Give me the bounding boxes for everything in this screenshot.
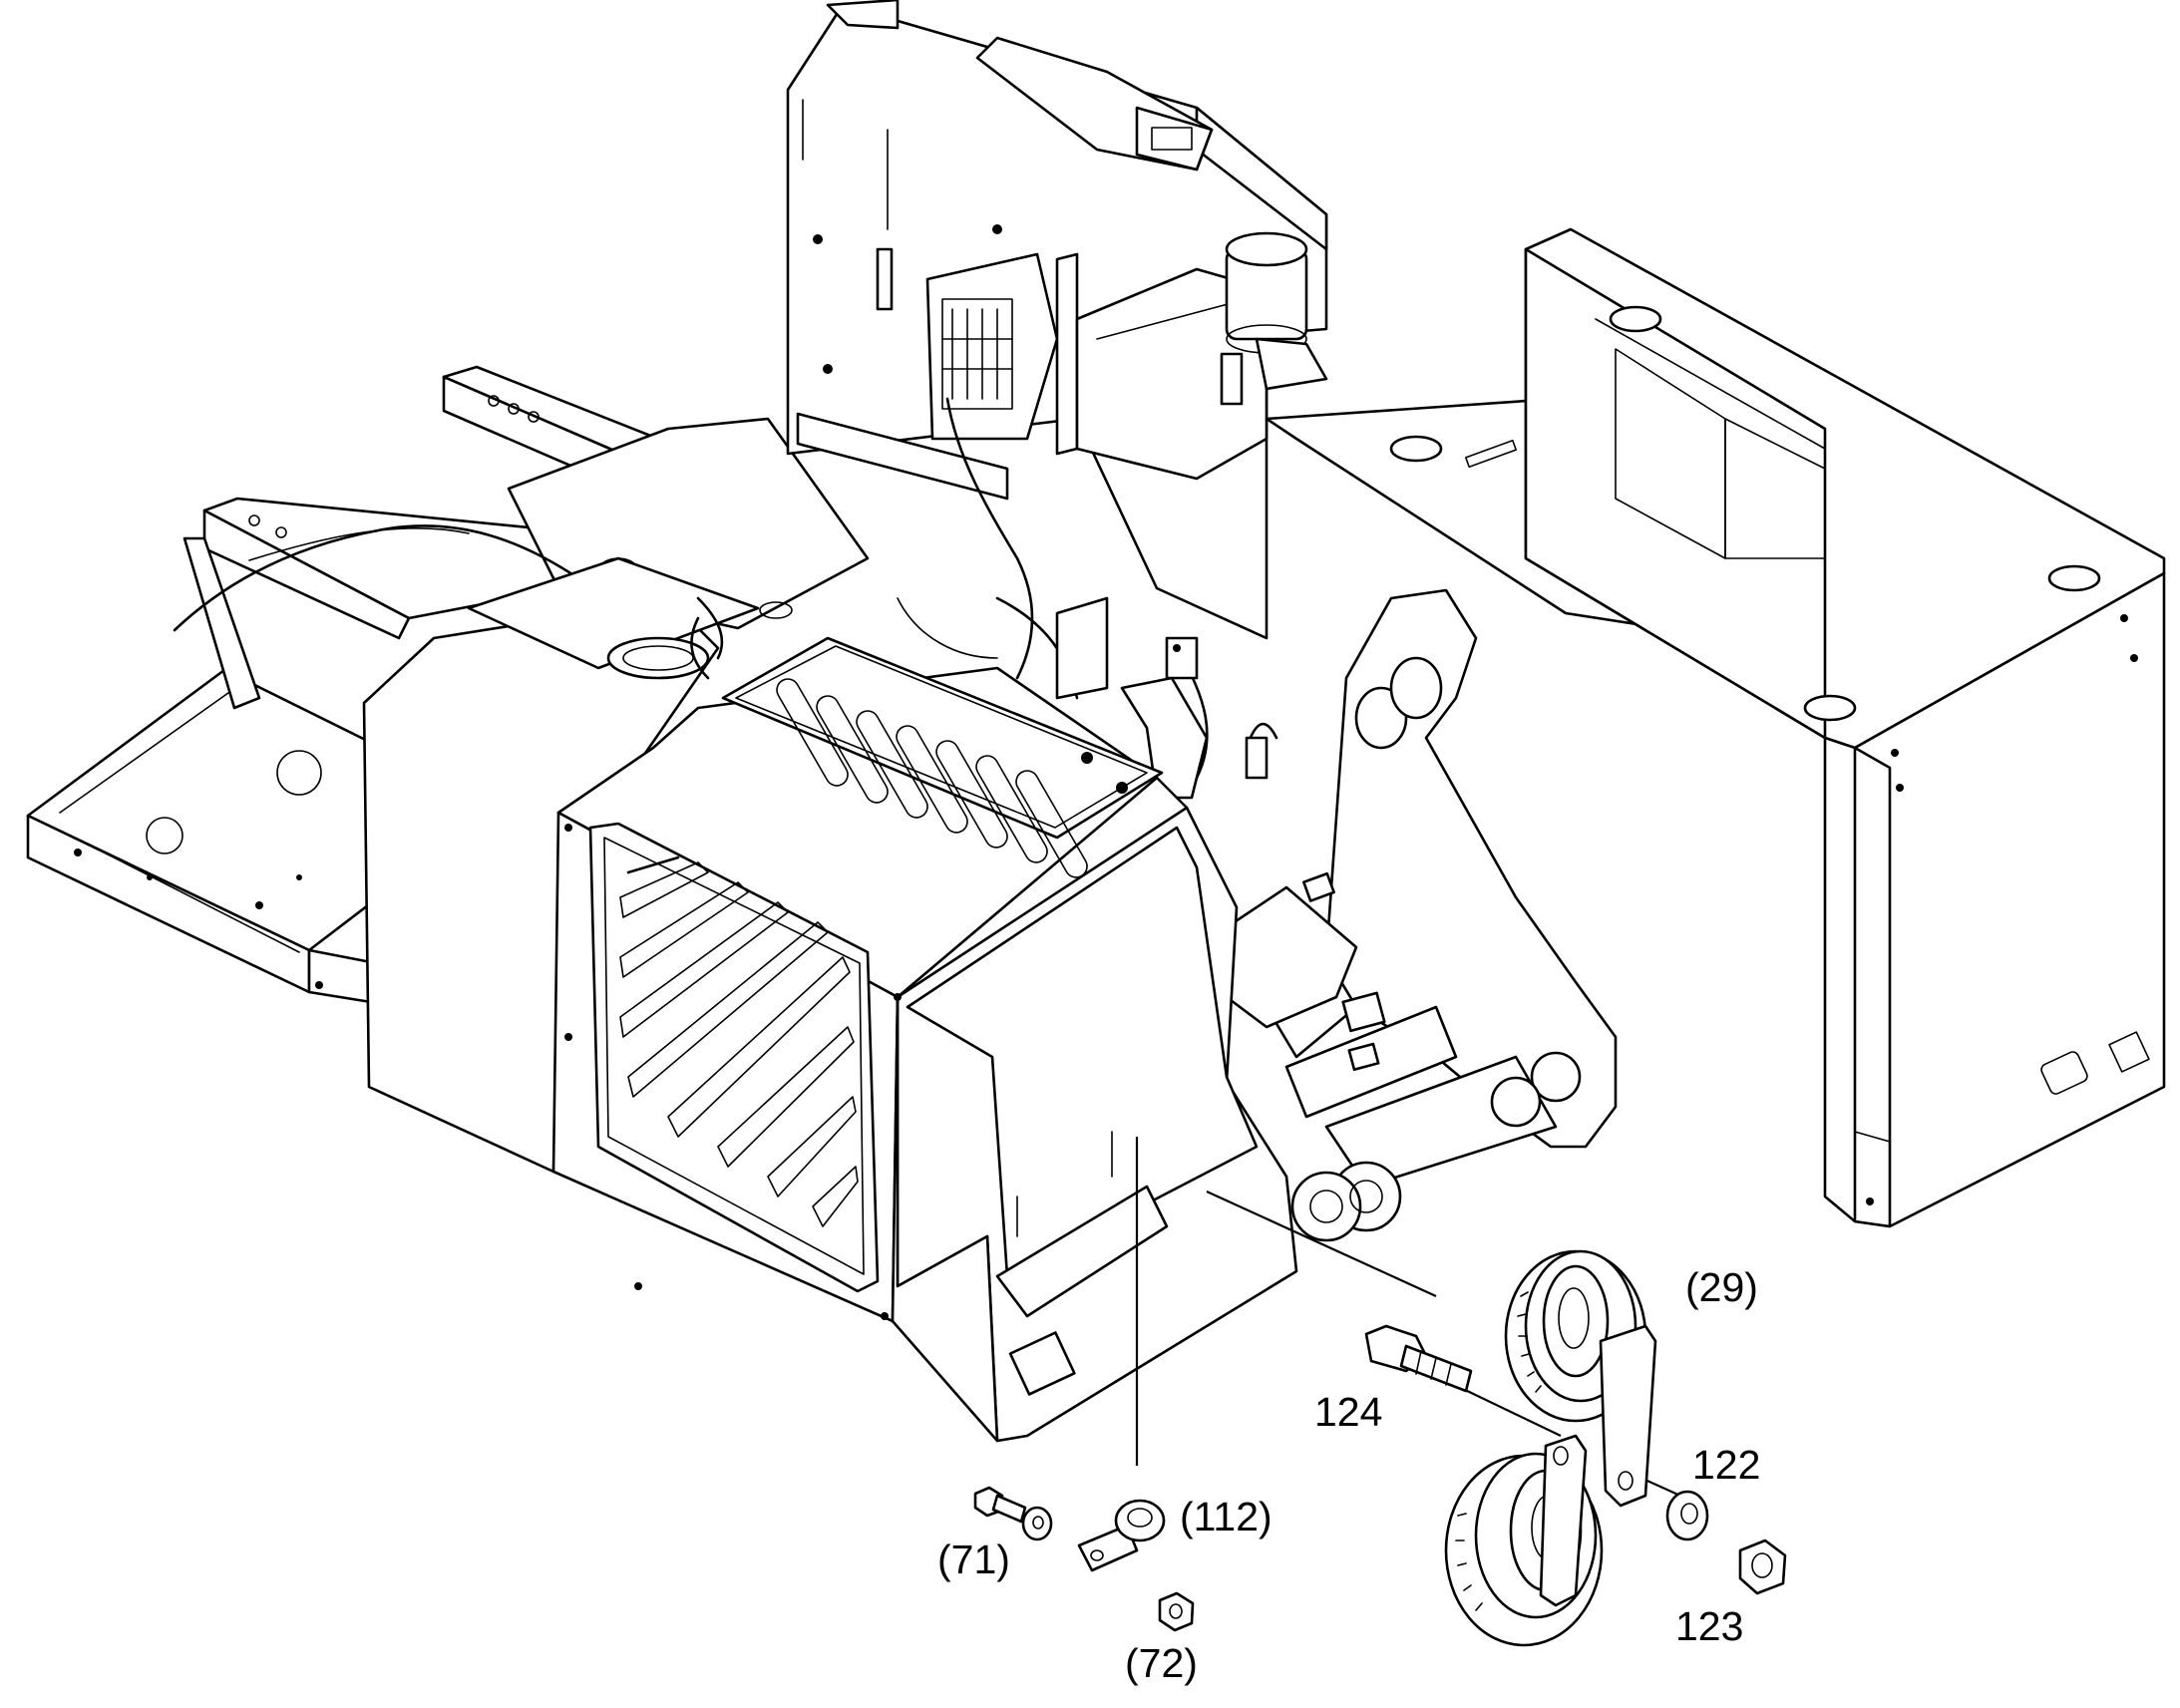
callout-29: (29) bbox=[1685, 1264, 1758, 1310]
front-grille-slots bbox=[619, 855, 859, 1227]
horn-brackets bbox=[1539, 1324, 1657, 1607]
callout-122: 122 bbox=[1692, 1442, 1760, 1488]
control-tower bbox=[786, 0, 1328, 640]
horn-bolt bbox=[1364, 1324, 1473, 1393]
front-housing bbox=[362, 606, 1298, 1443]
callout-124: 124 bbox=[1314, 1389, 1382, 1435]
clamp-nut-72 bbox=[1158, 1591, 1195, 1632]
washer-122 bbox=[1665, 1490, 1709, 1541]
clamp-washer bbox=[1021, 1506, 1053, 1541]
callout-112: (112) bbox=[1180, 1494, 1272, 1539]
callout-123: 123 bbox=[1675, 1603, 1743, 1649]
callout-labels: (29) 124 122 (112) (71) 123 (72) bbox=[937, 1264, 1760, 1686]
center-bracket bbox=[1055, 596, 1269, 800]
top-grille-slots bbox=[776, 678, 1088, 878]
clamp-bolt-71 bbox=[973, 1486, 1027, 1524]
wire-harness bbox=[173, 397, 1278, 780]
callout-72: (72) bbox=[1125, 1640, 1198, 1686]
tank-top bbox=[467, 556, 760, 680]
cable-clamp-112 bbox=[1077, 1499, 1166, 1572]
right-box bbox=[1265, 227, 2166, 1228]
motor-cylinder bbox=[1220, 231, 1328, 406]
terminal-strip bbox=[941, 308, 1013, 400]
front-grille bbox=[588, 822, 880, 1293]
top-grille bbox=[721, 636, 1164, 878]
nut-123 bbox=[1738, 1538, 1787, 1595]
boom-bracket bbox=[1225, 588, 1618, 1242]
callout-71: (71) bbox=[937, 1537, 1010, 1582]
